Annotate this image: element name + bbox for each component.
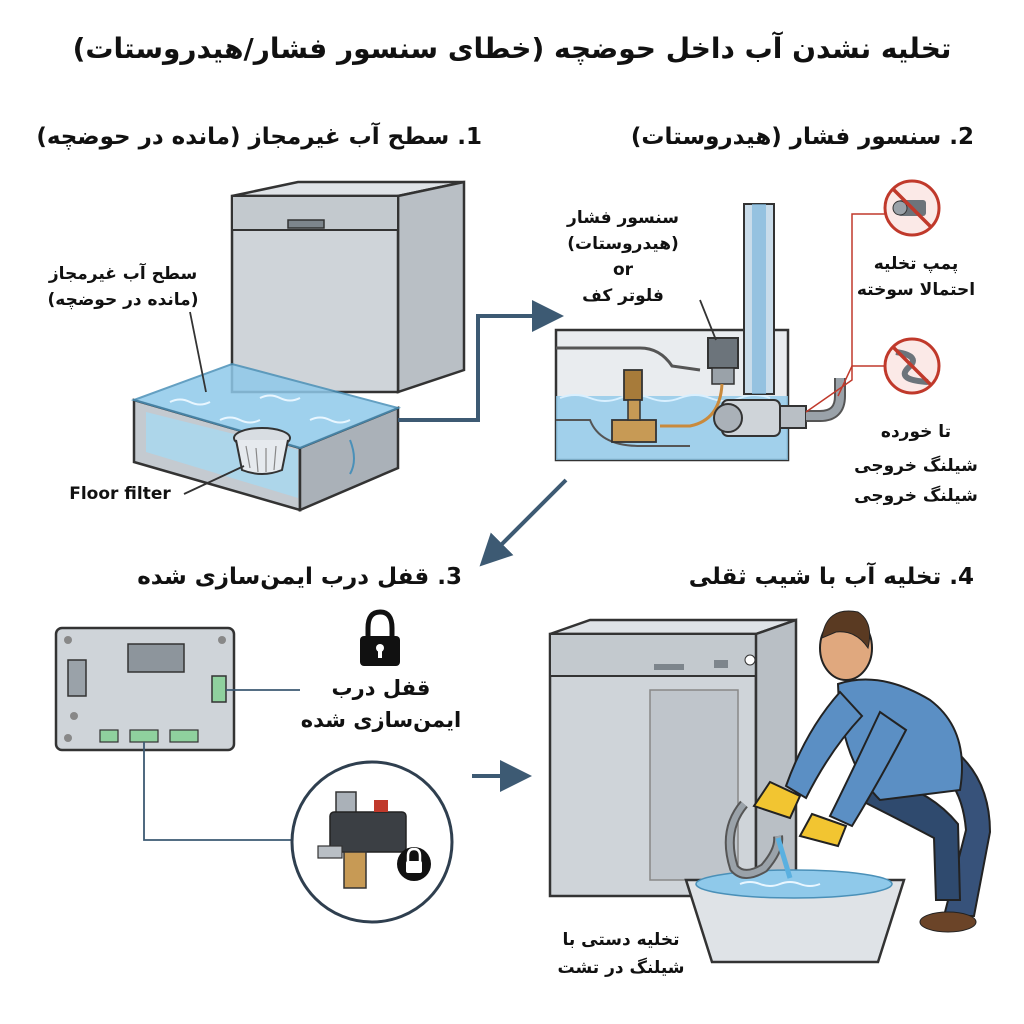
manual-drain-label-line2: شیلنگ در تشت [557,958,685,978]
section-4-heading: 4. تخلیه آب با شیب ثقلی [688,564,974,590]
door-lock-switch-illustration [290,760,454,924]
arrow-icon [398,300,564,422]
floor-filter-pointer [183,465,245,495]
lock-label-line1: قفل درب [331,676,431,700]
section-3-heading: 3. قفل درب ایمن‌سازی شده [137,564,462,590]
dishwasher-draining-illustration [548,618,798,899]
technician-illustration [752,610,992,933]
water-level-label-line2: (مانده در حوضچه) [47,290,199,310]
sensor-label-line2: (هیدروستات) [567,234,679,254]
manual-drain-label-line1: تخلیه دستی با [562,930,680,950]
water-level-pointer [189,311,207,393]
sensor-label-line3: فلوتر کف [582,286,664,306]
basin-illustration [684,869,906,964]
arrow-icon [479,478,568,567]
sensor-label-line1: سنسور فشار [567,208,679,228]
hose-label-line3: شیلنگ خروجی [854,486,978,506]
pump-label-line2: احتمالا سوخته [856,280,976,300]
no-kinked-hose-icon [883,337,941,395]
main-title: تخلیه نشدن آب داخل حوضچه (خطای سنسور فشا… [72,32,952,65]
section-2-heading: 2. سنسور فشار (هیدروستات) [630,124,974,150]
hose-label-line2: شیلنگ خروجی [854,456,978,476]
sensor-label-or: or [612,260,634,280]
sump-cutaway-illustration [554,203,846,462]
lock-icon [360,609,400,666]
pump-warning-line [805,213,912,413]
no-pump-icon [883,179,941,237]
sensor-pointer [699,299,717,341]
board-to-switch-line [143,742,292,841]
section-1-heading: 1. سطح آب غیرمجاز (مانده در حوضچه) [36,124,482,150]
lock-label-line2: ایمن‌سازی شده [300,708,462,732]
control-board-illustration [54,626,236,752]
hose-label-line1: تا خورده [880,422,952,442]
dishwasher-flooded-illustration [130,180,466,512]
floor-filter-label: Floor filter [69,484,171,504]
water-level-label-line1: سطح آب غیرمجاز [48,264,198,284]
pump-label-line1: پمپ تخلیه [873,254,959,274]
hose-warning-line [837,365,884,397]
water-stream [775,837,793,879]
